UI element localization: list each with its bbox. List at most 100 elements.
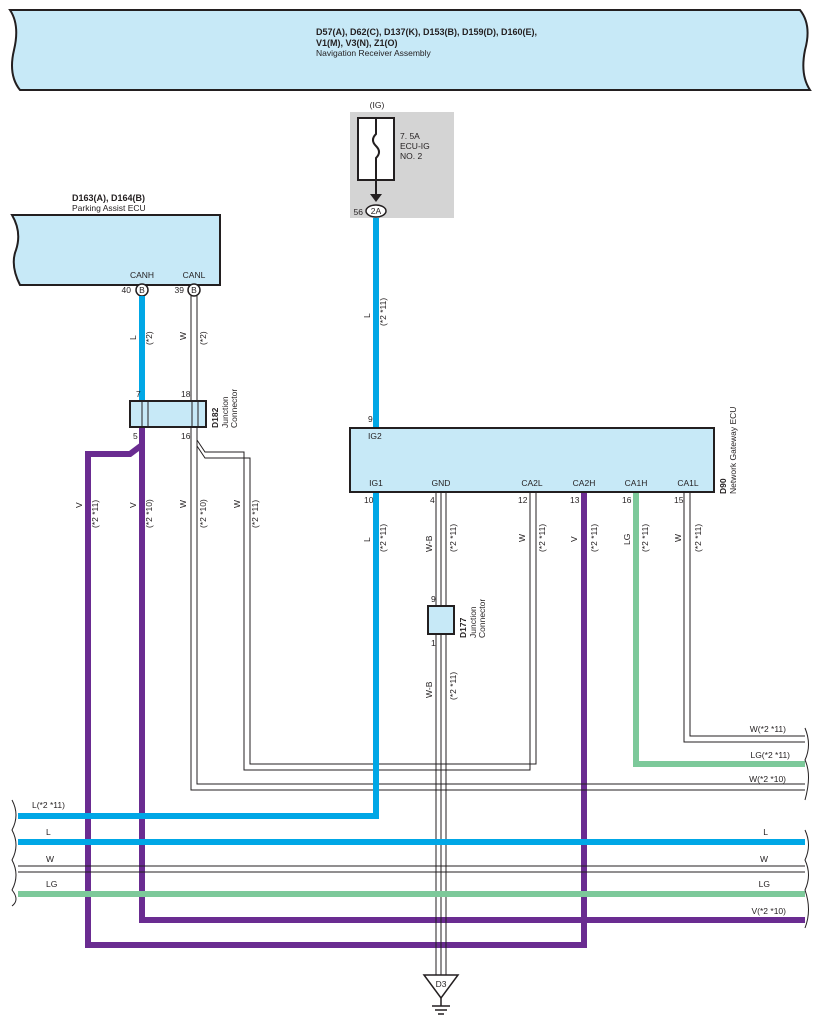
gateway-pin-15: 15 (674, 495, 684, 505)
fuse-rating: 7. 5A (400, 131, 420, 141)
gateway-pin-4: 4 (430, 495, 435, 505)
label-ig2-color: L (362, 313, 372, 318)
d182-pin-18: 18 (181, 389, 191, 399)
network-gateway-ecu[interactable]: 9 IG2 IG1 GND CA2L CA2H CA1H CA1L 10 4 1… (349, 407, 738, 505)
label-gnd-color: W-B (424, 535, 434, 552)
gateway-term-ig1: IG1 (369, 478, 383, 488)
fuse-ecu-ig-no2[interactable]: (IG) 7. 5A ECU-IG NO. 2 56 2A (350, 100, 454, 218)
parking-assist-ecu[interactable]: D163(A), D164(B) Parking Assist ECU CANH… (10, 193, 221, 297)
parking-assist-conn-label-canl: B (191, 285, 197, 295)
gateway-pin-10: 10 (364, 495, 374, 505)
label-gnd-note: (*2 *11) (448, 524, 458, 552)
bus-label-w-left: W (46, 854, 54, 864)
parking-assist-canl: CANL (183, 270, 206, 280)
fuse-name-line1: ECU-IG (400, 141, 430, 151)
gateway-id: D90 (718, 478, 728, 494)
label-ca2h-note: (*2 *11) (589, 524, 599, 552)
wire-ca1h-lg[interactable] (633, 492, 805, 767)
label-w-right-note: (*2 *11) (250, 500, 260, 528)
junction-connector-d182[interactable]: 7 18 5 16 D182 Junction Connector (129, 389, 239, 441)
label-v-left-note: (*2 *11) (90, 500, 100, 528)
bus-label-w-right: W (760, 854, 768, 864)
bus-label-lg-left: LG (46, 879, 57, 889)
parking-assist-name: Parking Assist ECU (72, 203, 146, 213)
bus-break-marks (11, 727, 809, 929)
fuse-arrow-icon (370, 194, 382, 202)
nav-receiver-name: Navigation Receiver Assembly (316, 48, 432, 58)
parking-assist-canh: CANH (130, 270, 154, 280)
d182-id: D182 (210, 407, 220, 428)
label-ca2l-color: W (517, 534, 527, 542)
d182-pin-16: 16 (181, 431, 191, 441)
vertical-wire-labels: L (*2) W (*2) L (*2 *11) V (*2 *11) V (*… (74, 298, 703, 700)
gateway-term-ca1h: CA1H (625, 478, 648, 488)
label-v-mid-note: (*2 *10) (144, 499, 154, 528)
bus-label-w-11: W(*2 *11) (750, 724, 786, 734)
wires (18, 218, 805, 975)
d182-name-line2: Connector (229, 389, 239, 428)
label-canl-note: (*2) (198, 331, 208, 345)
fuse-icon (372, 118, 380, 180)
gateway-ig2: IG2 (368, 431, 382, 441)
fuse-name-line2: NO. 2 (400, 151, 422, 161)
label-w-mid-note: (*2 *10) (198, 499, 208, 528)
label-canh-color: L (128, 335, 138, 340)
gateway-pin-16: 16 (622, 495, 632, 505)
ground-label: D3 (436, 979, 447, 989)
fuse-pin-56: 56 (354, 207, 364, 217)
gateway-term-gnd: GND (432, 478, 451, 488)
d177-name-line1: Junction (468, 606, 478, 638)
fuse-connector-label: 2A (371, 206, 382, 216)
gateway-term-ca1l: CA1L (677, 478, 699, 488)
label-ca2h-color: V (569, 536, 579, 542)
label-ca1l-color: W (673, 534, 683, 542)
parking-assist-conn-label-canh: B (139, 285, 145, 295)
bus-label-lg-11: LG(*2 *11) (750, 750, 790, 760)
label-ca1h-color: LG (622, 534, 632, 545)
wire-v-bus[interactable] (139, 428, 805, 923)
gateway-term-ca2l: CA2L (521, 478, 543, 488)
bus-label-w-10: W(*2 *10) (749, 774, 786, 784)
gateway-pin-9: 9 (368, 414, 373, 424)
d177-pin-1: 1 (431, 638, 436, 648)
ground-d3[interactable]: D3 (422, 974, 460, 1015)
d182-pin-7: 7 (136, 389, 141, 399)
gateway-term-ca2h: CA2H (573, 478, 596, 488)
navigation-receiver-assembly[interactable]: D57(A), D62(C), D137(K), D153(B), D159(D… (8, 9, 812, 91)
parking-assist-connector-b-canl (187, 283, 201, 297)
fuse-connector-2a (365, 204, 387, 218)
parking-assist-pin-40: 40 (122, 285, 132, 295)
gateway-name: Network Gateway ECU (728, 407, 738, 494)
label-gnd2-color: W-B (424, 681, 434, 698)
bus-labels: W(*2 *11) LG(*2 *11) W(*2 *10) L(*2 *11)… (32, 724, 790, 916)
bus-label-l-11: L(*2 *11) (32, 800, 65, 810)
fuse-ig-label: (IG) (370, 100, 385, 110)
label-ca1h-note: (*2 *11) (640, 524, 650, 552)
label-canh-note: (*2) (144, 331, 154, 345)
label-v-mid-color: V (128, 502, 138, 508)
label-w-mid-color: W (178, 500, 188, 508)
parking-assist-pin-39: 39 (175, 285, 185, 295)
label-canl-color: W (178, 332, 188, 340)
label-ig1-note: (*2 *11) (378, 524, 388, 552)
d182-name-line1: Junction (220, 396, 230, 428)
nav-receiver-codes-line2: V1(M), V3(N), Z1(O) (316, 38, 398, 48)
label-ig1-color: L (362, 537, 372, 542)
nav-receiver-codes-line1: D57(A), D62(C), D137(K), D153(B), D159(D… (316, 27, 537, 37)
d177-pin-9: 9 (431, 594, 436, 604)
label-w-right-color: W (232, 500, 242, 508)
d177-id: D177 (458, 617, 468, 638)
bus-label-l-left: L (46, 827, 51, 837)
parking-assist-codes: D163(A), D164(B) (72, 193, 145, 203)
junction-connector-d177[interactable]: 9 1 D177 Junction Connector (427, 594, 487, 648)
d182-pin-5: 5 (133, 431, 138, 441)
wire-v-ca2h[interactable] (85, 428, 587, 948)
bus-label-l-right: L (763, 827, 768, 837)
d177-name-line2: Connector (477, 599, 487, 638)
ground-triangle-icon (422, 974, 460, 1000)
bus-label-v-10: V(*2 *10) (752, 906, 787, 916)
bus-label-lg-right: LG (759, 879, 770, 889)
label-ca2l-note: (*2 *11) (537, 524, 547, 552)
wire-ig1-l[interactable] (18, 492, 379, 819)
